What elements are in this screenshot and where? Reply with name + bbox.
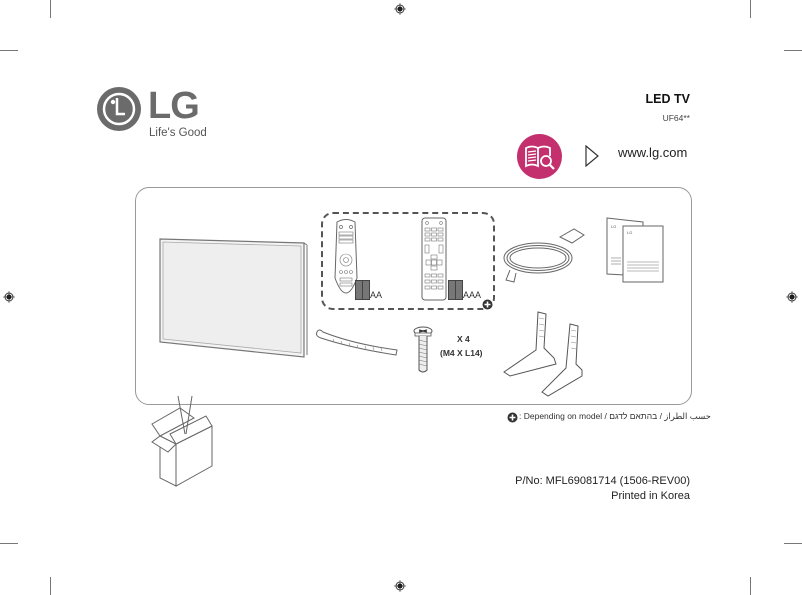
magic-remote-icon xyxy=(334,219,358,294)
power-cord-icon xyxy=(503,228,585,283)
play-arrow-outline-icon xyxy=(585,145,599,167)
crop-mark xyxy=(784,543,802,544)
crop-mark xyxy=(0,543,18,544)
registration-mark-icon xyxy=(3,291,15,303)
screw-icon xyxy=(413,326,433,373)
product-title: LED TV xyxy=(645,92,690,106)
website-link[interactable]: www.lg.com xyxy=(618,145,688,160)
opened-box-icon xyxy=(151,396,213,487)
plus-circle-icon xyxy=(507,412,518,423)
battery-icon xyxy=(362,280,370,300)
screw-quantity: X 4 xyxy=(457,334,470,344)
registration-mark-icon xyxy=(786,291,798,303)
crop-mark xyxy=(50,577,51,595)
svg-text:LG: LG xyxy=(627,230,632,235)
optional-footnote: : Depending on model / حسب الطراز / בהתא… xyxy=(519,411,711,421)
model-number: UF64** xyxy=(662,113,690,123)
crop-mark xyxy=(0,50,18,51)
tv-panel-icon xyxy=(159,238,308,358)
lg-logo-icon xyxy=(97,87,141,131)
battery-icon xyxy=(455,280,463,300)
battery-label-aa: AA xyxy=(370,290,383,300)
book-magnifier-icon xyxy=(517,134,562,179)
logo-wordmark: LG xyxy=(148,85,200,127)
battery-label-aaa: AAA xyxy=(463,290,482,300)
remote-optional-region xyxy=(321,212,495,310)
tagline: Life's Good xyxy=(149,127,207,139)
registration-mark-icon xyxy=(394,580,406,592)
registration-mark-icon xyxy=(394,3,406,15)
crop-mark xyxy=(50,0,51,18)
crop-mark xyxy=(750,0,751,18)
svg-text:LG: LG xyxy=(611,224,616,229)
crop-mark xyxy=(784,50,802,51)
crop-mark xyxy=(750,577,751,595)
part-number: P/No: MFL69081714 (1506-REV00) xyxy=(515,475,690,487)
contents-box xyxy=(135,187,692,405)
manual-booklets-icon: LG LG xyxy=(606,217,664,283)
printed-in: Printed in Korea xyxy=(611,490,690,502)
cable-holder-icon xyxy=(316,329,398,356)
remote-control-icon xyxy=(421,217,447,301)
stand-legs-icon xyxy=(503,311,583,397)
plus-circle-icon xyxy=(482,299,493,310)
screw-spec: (M4 X L14) xyxy=(440,348,483,358)
